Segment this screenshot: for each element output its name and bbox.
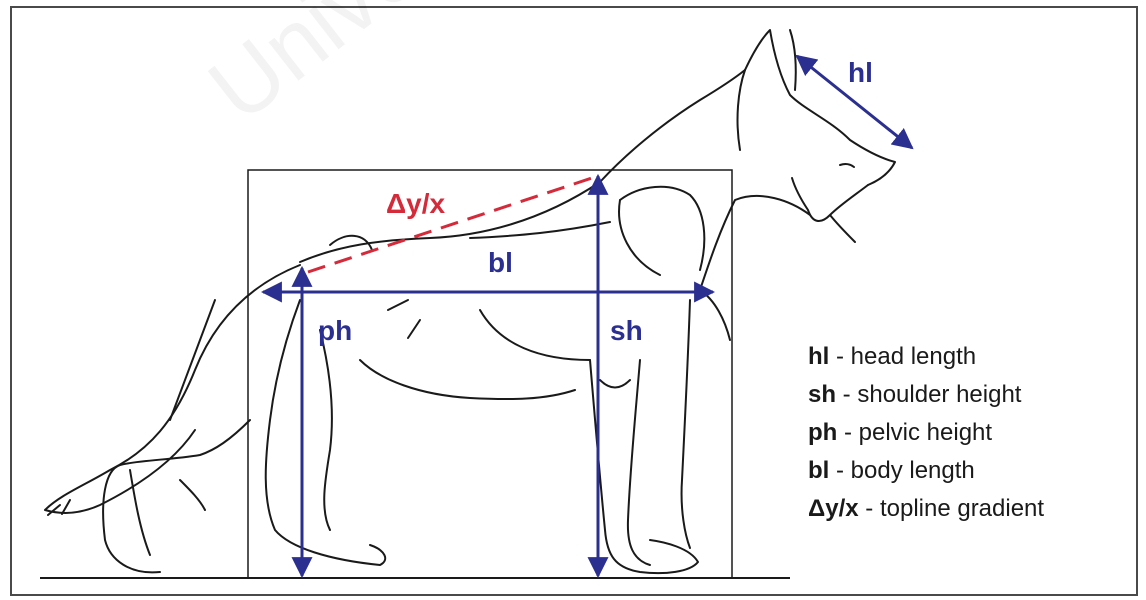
legend-abbr: hl — [808, 343, 829, 370]
legend-desc: - head length — [829, 343, 976, 370]
gradient-label: Δy/x — [386, 188, 445, 219]
legend-item-bl: bl - body length — [808, 452, 1044, 490]
legend-abbr: Δy/x — [808, 495, 859, 522]
reference-box — [248, 170, 732, 578]
legend-desc: - topline gradient — [859, 495, 1044, 522]
sh-label: sh — [610, 315, 643, 346]
ph-label: ph — [318, 315, 352, 346]
legend-item-ph: ph - pelvic height — [808, 414, 1044, 452]
legend-item-hl: hl - head length — [808, 338, 1044, 376]
legend-abbr: sh — [808, 381, 836, 408]
legend-item-sh: sh - shoulder height — [808, 376, 1044, 414]
legend-desc: - pelvic height — [837, 419, 992, 446]
hl-label: hl — [848, 57, 873, 88]
bl-label: bl — [488, 247, 513, 278]
legend: hl - head length sh - shoulder height ph… — [808, 338, 1044, 528]
legend-item-gradient: Δy/x - topline gradient — [808, 490, 1044, 528]
topline-gradient-line — [308, 176, 598, 272]
dog-outline — [45, 30, 895, 573]
legend-abbr: bl — [808, 457, 829, 484]
legend-desc: - body length — [829, 457, 974, 484]
legend-desc: - shoulder height — [836, 381, 1021, 408]
legend-abbr: ph — [808, 419, 837, 446]
